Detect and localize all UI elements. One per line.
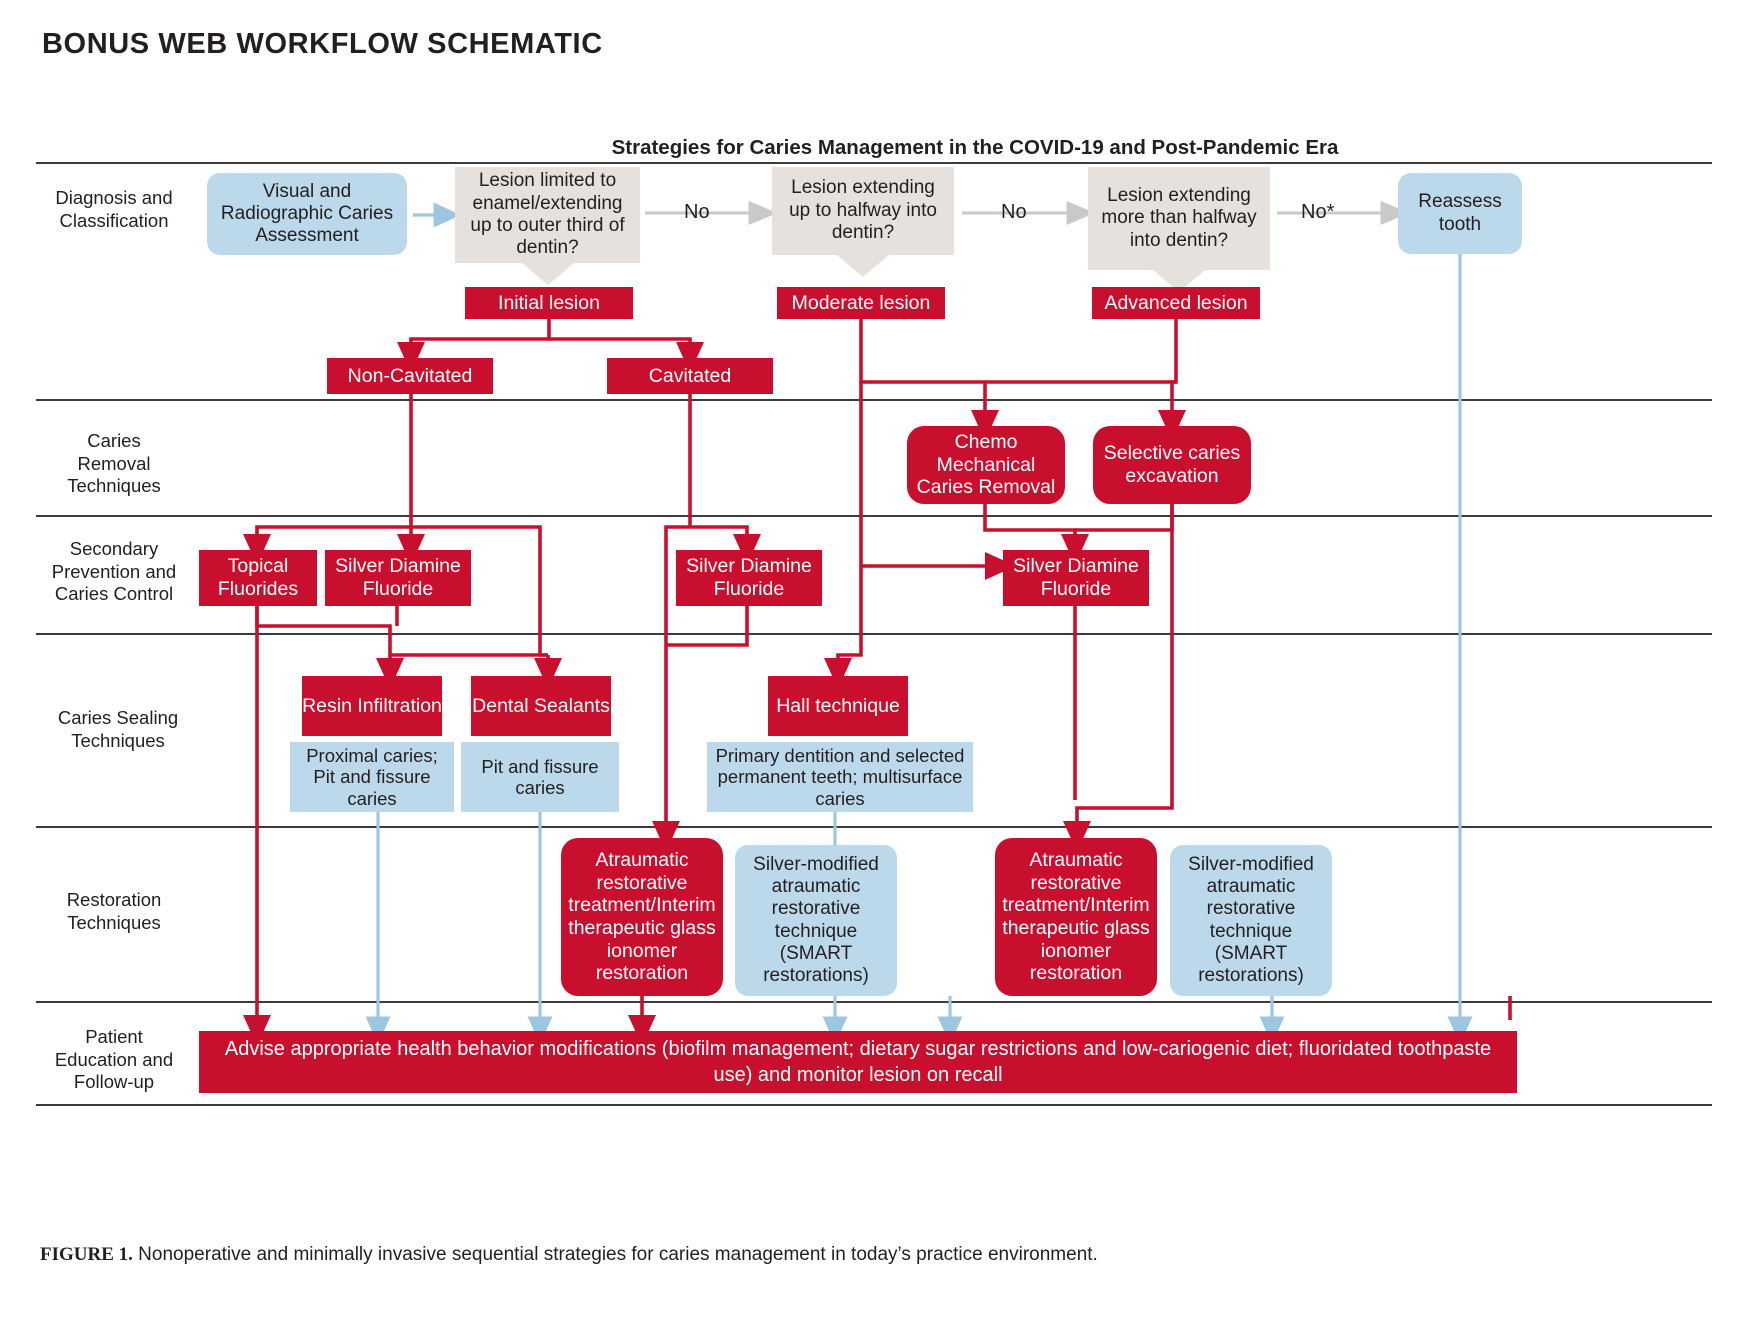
node-silver-diamine-fluoride-left[interactable]: Silver Diamine Fluoride	[325, 550, 471, 606]
figure-caption: FIGURE 1. Nonoperative and minimally inv…	[40, 1244, 1098, 1266]
node-dental-sealants[interactable]: Dental Sealants	[471, 676, 611, 736]
label-no-2: No	[1001, 201, 1027, 223]
note-dental-sealants: Pit and fissure caries	[461, 742, 619, 812]
note-resin-label: Proximal caries; Pit and fissure caries	[306, 744, 438, 809]
node-assessment-label: Visual and Radiographic Caries Assessmen…	[220, 180, 394, 247]
banner-patient-education[interactable]: Advise appropriate health behavior modif…	[199, 1031, 1517, 1093]
node-non-cavitated-label: Non-Cavitated	[347, 364, 473, 387]
pennant-tip-3	[1153, 270, 1205, 292]
label-no-3: No*	[1301, 201, 1335, 223]
node-art-right[interactable]: Atraumatic restorative treatment/Interim…	[995, 838, 1157, 996]
node-cavitated-label: Cavitated	[648, 364, 732, 387]
rule-sealing	[36, 633, 1712, 635]
node-smart-right-label: Silver-modified atraumatic restorative t…	[1188, 854, 1314, 986]
rule-top	[36, 162, 1712, 164]
node-moderate-lesion-label: Moderate lesion	[791, 291, 931, 314]
node-hall-technique[interactable]: Hall technique	[768, 676, 908, 736]
node-initial-lesion-label: Initial lesion	[498, 291, 600, 314]
node-chemo-mechanical-label: Chemo Mechanical Caries Removal	[916, 431, 1056, 499]
node-cavitated[interactable]: Cavitated	[607, 358, 773, 394]
note-hall-technique: Primary dentition and selected permanent…	[707, 742, 973, 812]
node-sdf-right-label: Silver Diamine Fluoride	[1013, 555, 1139, 600]
pennant-tip-2	[837, 255, 889, 277]
node-decision-3[interactable]: Lesion extending more than halfway into …	[1088, 167, 1270, 292]
figure-caption-label: FIGURE 1.	[40, 1244, 133, 1265]
rule-bottom	[36, 1104, 1712, 1106]
node-art-left[interactable]: Atraumatic restorative treatment/Interim…	[561, 838, 723, 996]
node-sdf-mid-label: Silver Diamine Fluoride	[686, 555, 812, 600]
node-smart-right[interactable]: Silver-modified atraumatic restorative t…	[1170, 845, 1332, 996]
label-no-1: No	[684, 201, 710, 223]
node-chemo-mechanical-caries-removal[interactable]: Chemo Mechanical Caries Removal	[907, 426, 1065, 504]
node-initial-lesion[interactable]: Initial lesion	[465, 287, 633, 319]
rule-education	[36, 1001, 1712, 1003]
node-decision-1[interactable]: Lesion limited to enamel/extending up to…	[455, 167, 640, 285]
node-hall-technique-label: Hall technique	[776, 694, 900, 717]
node-non-cavitated[interactable]: Non-Cavitated	[327, 358, 493, 394]
chart-title: Strategies for Caries Management in the …	[611, 136, 1339, 159]
rule-restoration	[36, 826, 1712, 828]
node-topical-fluorides[interactable]: Topical Fluorides	[199, 550, 317, 606]
page-title: BONUS WEB WORKFLOW SCHEMATIC	[42, 28, 603, 60]
node-resin-infiltration[interactable]: Resin Infiltration	[302, 676, 442, 736]
pennant-tip-1	[521, 263, 574, 285]
node-advanced-lesion[interactable]: Advanced lesion	[1092, 287, 1260, 319]
node-decision-2[interactable]: Lesion extending up to halfway into dent…	[772, 167, 954, 277]
node-selective-excavation-label: Selective caries excavation	[1103, 442, 1241, 487]
node-reassess-tooth[interactable]: Reassess tooth	[1398, 173, 1522, 254]
node-art-left-label: Atraumatic restorative treatment/Interim…	[568, 849, 716, 985]
banner-patient-education-label: Advise appropriate health behavior modif…	[224, 1038, 1492, 1086]
node-silver-diamine-fluoride-right[interactable]: Silver Diamine Fluoride	[1003, 550, 1149, 606]
node-reassess-tooth-label: Reassess tooth	[1418, 191, 1502, 235]
node-dental-sealants-label: Dental Sealants	[472, 694, 610, 717]
node-moderate-lesion[interactable]: Moderate lesion	[777, 287, 945, 319]
node-decision-1-label: Lesion limited to enamel/extending up to…	[470, 170, 625, 259]
node-sdf-left-label: Silver Diamine Fluoride	[335, 555, 461, 600]
node-smart-left[interactable]: Silver-modified atraumatic restorative t…	[735, 845, 897, 996]
rule-removal	[36, 399, 1712, 401]
node-resin-infiltration-label: Resin Infiltration	[302, 694, 442, 717]
node-art-right-label: Atraumatic restorative treatment/Interim…	[1002, 849, 1150, 985]
node-decision-3-label: Lesion extending more than halfway into …	[1101, 184, 1257, 251]
node-advanced-lesion-label: Advanced lesion	[1104, 291, 1248, 314]
figure-caption-text: Nonoperative and minimally invasive sequ…	[132, 1244, 1098, 1265]
node-decision-2-label: Lesion extending up to halfway into dent…	[789, 177, 937, 244]
node-selective-caries-excavation[interactable]: Selective caries excavation	[1093, 426, 1251, 504]
node-silver-diamine-fluoride-mid[interactable]: Silver Diamine Fluoride	[676, 550, 822, 606]
node-topical-fluorides-label: Topical Fluorides	[217, 555, 299, 600]
note-resin-infiltration: Proximal caries; Pit and fissure caries	[290, 742, 454, 812]
node-assessment[interactable]: Visual and Radiographic Caries Assessmen…	[207, 173, 407, 255]
rule-secondary	[36, 515, 1712, 517]
node-smart-left-label: Silver-modified atraumatic restorative t…	[753, 854, 879, 986]
note-hall-label: Primary dentition and selected permanent…	[715, 744, 965, 809]
note-sealant-label: Pit and fissure caries	[481, 755, 599, 798]
